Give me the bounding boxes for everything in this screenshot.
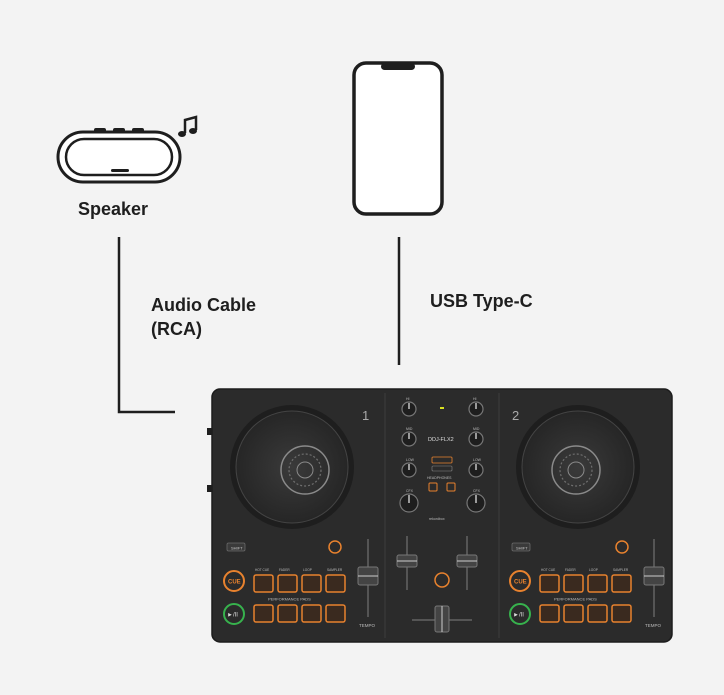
pad-mode-label-left-4: SAMPLER: [327, 568, 343, 572]
pad-left-3[interactable]: [301, 574, 322, 593]
shift-button-left[interactable]: [226, 542, 246, 552]
knob-label: LOW: [473, 458, 482, 462]
tempo-label-left: TEMPO: [359, 623, 376, 628]
pads-label-left: PERFORMANCE PADS: [268, 597, 311, 602]
brand-logo: rekordbox: [429, 517, 445, 521]
pad-right-8[interactable]: [611, 604, 632, 623]
pad-left-4[interactable]: [325, 574, 346, 593]
tempo-fader-right[interactable]: [643, 539, 665, 617]
channel-fader-1[interactable]: [396, 536, 418, 590]
jog-wheel-right[interactable]: [516, 405, 640, 529]
deck-number-right: 2: [512, 408, 519, 423]
pad-right-7[interactable]: [587, 604, 608, 623]
pad-right-2[interactable]: [563, 574, 584, 593]
audio-cable-label: Audio Cable (RCA): [151, 293, 256, 341]
pad-left-1[interactable]: [253, 574, 274, 593]
mixer-knobs: HI HI MID MID LOW LOW CFX CFX: [399, 397, 486, 513]
pad-left-5[interactable]: [253, 604, 274, 623]
crossfader[interactable]: [412, 605, 472, 633]
beat-fx-knob-left[interactable]: [328, 540, 342, 554]
cue-label-left: CUE: [228, 580, 241, 586]
knob-label: CFX: [473, 489, 481, 493]
smart-cfx-button[interactable]: [431, 465, 453, 472]
cue-button-left[interactable]: [223, 570, 245, 592]
beat-fx-knob-right[interactable]: [615, 540, 629, 554]
smart-fader-button[interactable]: [431, 456, 453, 464]
audio-cable-label-line2: (RCA): [151, 319, 202, 339]
pad-right-5[interactable]: [539, 604, 560, 623]
headphones-label: HEADPHONES: [427, 476, 452, 480]
model-name: DDJ-FLX2: [428, 437, 454, 443]
audio-cable-line: [117, 237, 175, 414]
cue-button-right[interactable]: [509, 570, 531, 592]
pad-right-6[interactable]: [563, 604, 584, 623]
play-button-left[interactable]: [223, 603, 245, 625]
speaker-label: Speaker: [78, 199, 149, 219]
shift-button-right[interactable]: [511, 542, 531, 552]
master-cue-button[interactable]: [434, 572, 450, 588]
dj-controller: 1 2 SHIFT SHIFT CUE ►/II CUE ►/II HOT CU…: [207, 388, 673, 643]
tempo-label-right: TEMPO: [645, 623, 662, 628]
pad-mode-label-right-1: HOT CUE: [541, 568, 555, 572]
tempo-fader-left[interactable]: [357, 539, 379, 617]
cue-channel-1-button[interactable]: [428, 482, 438, 492]
knob-label: LOW: [406, 458, 415, 462]
music-note-icon: [178, 115, 198, 137]
performance-pads-left: HOT CUE FADER LOOP SAMPLER: [253, 568, 346, 623]
knob-label: HI: [406, 397, 410, 401]
shift-label-right: SHIFT: [516, 546, 528, 551]
speaker-icon: [56, 128, 182, 184]
play-label-right: ►/II: [513, 613, 524, 619]
play-label-left: ►/II: [227, 613, 238, 619]
pad-left-8[interactable]: [325, 604, 346, 623]
pad-right-1[interactable]: [539, 574, 560, 593]
knob-label: MID: [473, 427, 480, 431]
cue-label-right: CUE: [514, 580, 527, 586]
pad-mode-label-left-2: FADER: [279, 568, 290, 572]
pad-mode-label-right-3: LOOP: [589, 568, 598, 572]
level-indicator: [440, 407, 444, 409]
deck-number-left: 1: [362, 408, 369, 423]
play-button-right[interactable]: [509, 603, 531, 625]
smartphone-icon: [352, 61, 444, 216]
knob-label: MID: [406, 427, 413, 431]
pad-mode-label-left-1: HOT CUE: [255, 568, 269, 572]
pad-mode-label-left-3: LOOP: [303, 568, 312, 572]
audio-cable-label-line1: Audio Cable: [151, 295, 257, 315]
knob-label: HI: [473, 397, 477, 401]
pad-mode-label-right-2: FADER: [565, 568, 576, 572]
usb-cable-label: USB Type-C: [430, 291, 533, 311]
cue-channel-2-button[interactable]: [446, 482, 456, 492]
pad-right-3[interactable]: [587, 574, 608, 593]
jog-wheel-left[interactable]: [230, 405, 354, 529]
pad-left-2[interactable]: [277, 574, 298, 593]
pad-right-4[interactable]: [611, 574, 632, 593]
pad-left-6[interactable]: [277, 604, 298, 623]
pad-mode-label-right-4: SAMPLER: [613, 568, 629, 572]
channel-fader-2[interactable]: [456, 536, 478, 590]
pads-label-right: PERFORMANCE PADS: [554, 597, 597, 602]
performance-pads-right: HOT CUE FADER LOOP SAMPLER: [539, 568, 632, 623]
shift-label-left: SHIFT: [231, 546, 243, 551]
pad-left-7[interactable]: [301, 604, 322, 623]
knob-label: CFX: [406, 489, 414, 493]
